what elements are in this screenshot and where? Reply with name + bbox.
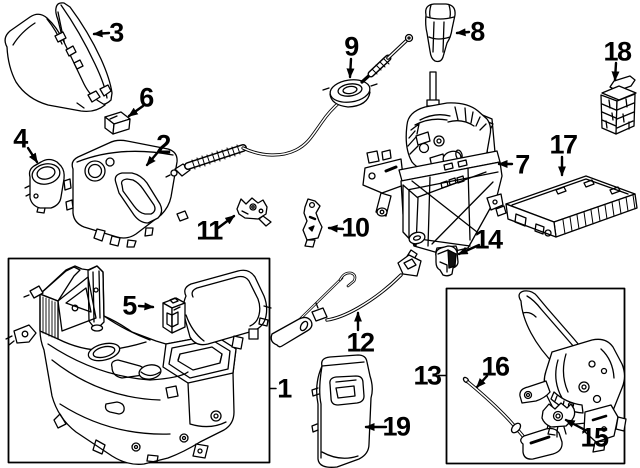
part-19-side-panel-drawing — [311, 354, 373, 468]
callout-7[interactable]: 7 — [515, 149, 530, 180]
callout-9[interactable]: 9 — [344, 31, 359, 62]
callout-17[interactable]: 17 — [549, 129, 578, 160]
part-6-pad-drawing — [104, 111, 131, 135]
callout-19[interactable]: 19 — [382, 411, 411, 442]
callout-11[interactable]: 11 — [196, 215, 223, 246]
callout-4[interactable]: 4 — [13, 123, 28, 154]
parking-brake-lever-drawing — [518, 290, 627, 453]
part-8-shift-knob-drawing — [425, 3, 456, 63]
callout-12[interactable]: 12 — [346, 327, 375, 358]
callout-arrows — [26, 28, 620, 432]
callout-15[interactable]: 15 — [580, 422, 609, 453]
part-1-console-body-drawing — [5, 265, 237, 465]
part-17-module-drawing — [495, 175, 638, 238]
callout-10[interactable]: 10 — [341, 212, 370, 243]
part-5-latch-drawing — [162, 297, 186, 334]
part-11-bracket-drawing — [236, 197, 272, 227]
callout-2[interactable]: 2 — [156, 129, 171, 160]
callout-16[interactable]: 16 — [481, 351, 510, 382]
part-9-cable-grommet-drawing — [165, 33, 414, 178]
part-10-bracket-drawing — [302, 198, 323, 248]
callout-18[interactable]: 18 — [603, 36, 632, 67]
part-4-knob-drawing — [24, 158, 65, 214]
part-3-armrest-lid-drawing — [4, 2, 113, 113]
callout-8[interactable]: 8 — [470, 16, 485, 47]
callout-14[interactable]: 14 — [474, 224, 503, 255]
part-12-cable-drawing — [270, 249, 422, 348]
callout-1[interactable]: 1 — [277, 373, 292, 404]
callout-13[interactable]: 13 — [413, 360, 442, 391]
callout-3[interactable]: 3 — [109, 17, 124, 48]
callout-6[interactable]: 6 — [139, 82, 154, 113]
part-18-switch-block-drawing — [600, 75, 637, 135]
part-7-shifter-assembly-drawing — [362, 71, 504, 262]
callout-5[interactable]: 5 — [122, 290, 137, 321]
armrest-lid-in-box-drawing — [182, 269, 272, 350]
part-14-clip-drawing — [435, 245, 459, 277]
